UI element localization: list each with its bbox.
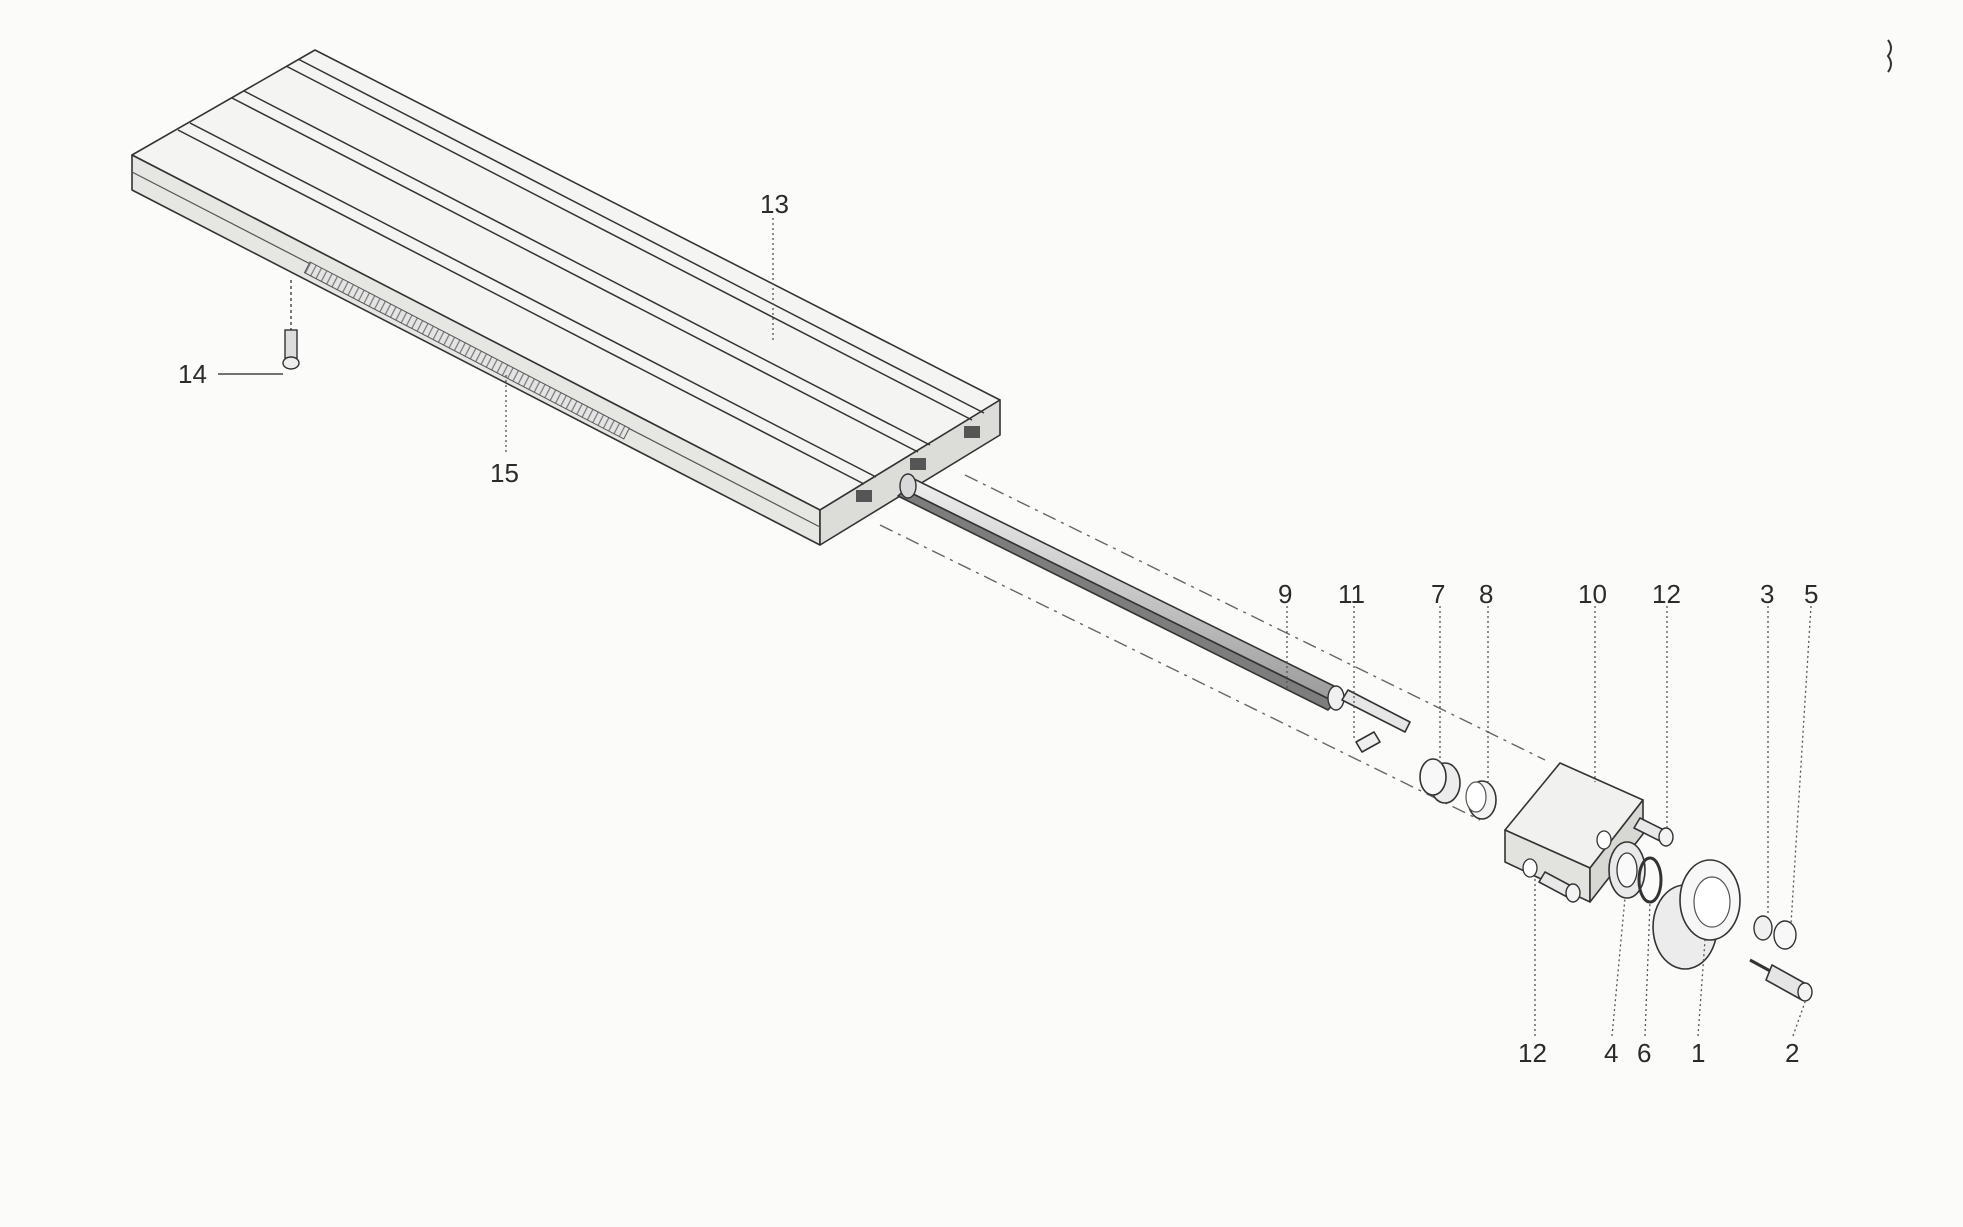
callout-10: 10	[1578, 579, 1607, 609]
callout-6: 6	[1637, 1038, 1651, 1068]
table-end-face	[819, 399, 1001, 546]
callout-12-upper: 12	[1652, 579, 1681, 609]
leader-lines	[218, 218, 1812, 1037]
lead-screw-shaft	[897, 473, 1411, 733]
callout-13: 13	[760, 189, 789, 219]
callout-12-lower: 12	[1518, 1038, 1547, 1068]
mounting-screw	[282, 280, 300, 370]
callout-3: 3	[1760, 579, 1774, 609]
callout-11: 11	[1338, 579, 1365, 609]
bushing-8	[1465, 780, 1497, 820]
assembly-centerlines	[879, 474, 1546, 821]
callout-5: 5	[1804, 579, 1818, 609]
scan-mark	[1886, 39, 1892, 73]
spring-ring-6	[1637, 856, 1663, 904]
bushing-7	[1419, 758, 1461, 804]
washer-3	[1753, 915, 1773, 941]
callout-7: 7	[1431, 579, 1445, 609]
handle-grip-2	[1749, 958, 1813, 1002]
callout-14: 14	[178, 359, 207, 389]
callout-9: 9	[1278, 579, 1292, 609]
callout-labels: 13 14 15 9 11 7 8 10 12 3 5 12 4 6 1 2	[178, 189, 1818, 1068]
gear-rack	[303, 261, 630, 440]
callout-8: 8	[1479, 579, 1493, 609]
callout-15: 15	[490, 458, 519, 488]
t-slot-grooves	[177, 58, 985, 485]
cap-screw-lower	[1538, 871, 1581, 903]
thrust-bearing-4	[1608, 841, 1646, 899]
t-slot-table	[131, 49, 1001, 546]
callout-1: 1	[1691, 1038, 1705, 1068]
handwheel-hub	[1652, 859, 1741, 970]
callout-2: 2	[1785, 1038, 1799, 1068]
woodruff-key	[1355, 731, 1381, 753]
callout-4: 4	[1604, 1038, 1618, 1068]
cap-screw-upper	[1633, 817, 1674, 847]
nut-5	[1773, 920, 1797, 950]
slot-openings	[856, 426, 980, 502]
table-top-surface	[131, 49, 1001, 511]
